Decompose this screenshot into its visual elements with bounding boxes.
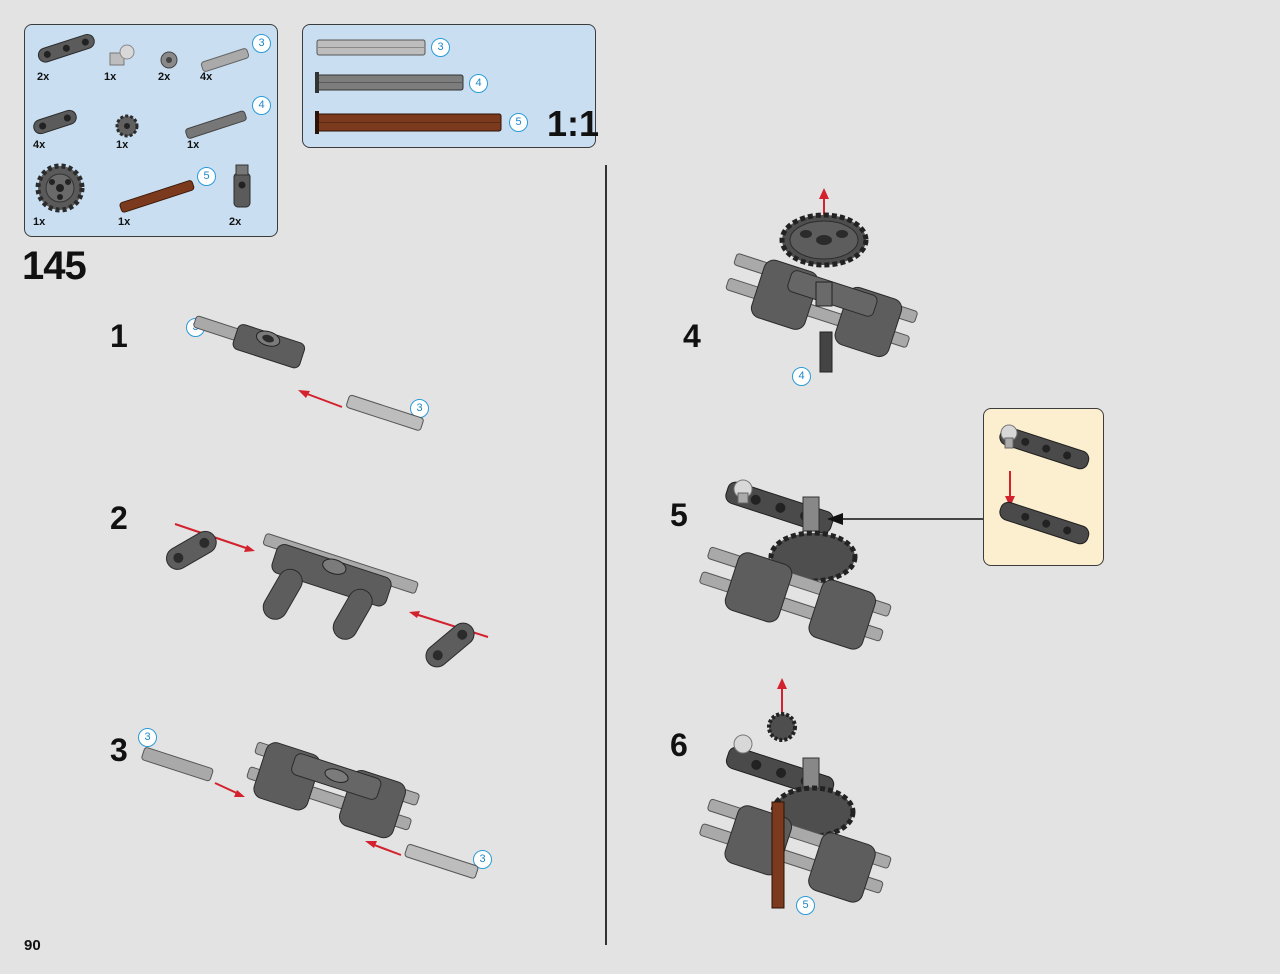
subassembly-illustration xyxy=(999,424,1090,545)
scale-callout-3: 3 xyxy=(431,38,450,57)
substep-4-illustration xyxy=(725,188,918,373)
bush-icon xyxy=(160,51,178,69)
substep-4-number: 4 xyxy=(683,318,701,354)
substep-6-illustration xyxy=(699,678,892,909)
substep-3-illustration xyxy=(141,742,479,879)
beam-2-icon xyxy=(33,109,77,135)
substep-1-number: 1 xyxy=(110,318,128,354)
substep-2-illustration xyxy=(166,523,489,668)
qty-axle-5: 1x xyxy=(118,216,131,228)
parts-list-art xyxy=(33,33,251,213)
substep-5-illustration xyxy=(699,479,983,650)
axle-5-brown-icon xyxy=(119,180,195,213)
substep-4-callout: 4 xyxy=(792,367,811,386)
substep-6-number: 6 xyxy=(670,727,688,763)
qty-axle-4: 1x xyxy=(187,139,200,151)
scale-axles xyxy=(315,39,502,134)
connector-icon xyxy=(233,164,251,208)
page-number: 90 xyxy=(24,937,41,954)
callout-axle-5: 5 xyxy=(197,167,216,186)
axle-3-icon xyxy=(200,48,250,72)
qty-gear-24: 1x xyxy=(33,216,46,228)
substep-6-callout: 5 xyxy=(796,896,815,915)
qty-beam-2: 4x xyxy=(33,139,46,151)
scale-panel: 3 4 5 1:1 xyxy=(302,24,600,148)
qty-beam-3: 2x xyxy=(37,71,50,83)
qty-ball-pin: 1x xyxy=(104,71,117,83)
step-number: 145 xyxy=(22,244,87,288)
substep-1-illustration xyxy=(193,315,424,431)
substep-5-number: 5 xyxy=(670,497,688,533)
axle-4-icon xyxy=(185,110,247,139)
scale-label: 1:1 xyxy=(547,103,600,144)
callout-axle-4: 4 xyxy=(252,96,271,115)
gear-24-icon xyxy=(35,163,85,213)
substep-3-callout-b: 3 xyxy=(473,850,492,869)
ball-pin-icon xyxy=(109,44,135,66)
parts-list-panel: 2x 1x 2x 4x 3 4x 1x 1x 4 1x 1x 5 2x xyxy=(24,24,278,237)
substep-2-number: 2 xyxy=(110,500,128,536)
subassembly-panel xyxy=(983,408,1104,566)
callout-axle-3: 3 xyxy=(252,34,271,53)
column-divider xyxy=(605,165,607,945)
substep-3-number: 3 xyxy=(110,732,128,768)
qty-axle-3: 4x xyxy=(200,71,213,83)
qty-gear-8: 1x xyxy=(116,139,129,151)
qty-connector: 2x xyxy=(229,216,242,228)
substep-3-callout-a: 3 xyxy=(138,728,157,747)
beam-3-icon xyxy=(37,33,95,63)
gear-8-icon xyxy=(115,114,139,138)
scale-callout-5: 5 xyxy=(509,113,528,132)
scale-callout-4: 4 xyxy=(469,74,488,93)
qty-bush: 2x xyxy=(158,71,171,83)
